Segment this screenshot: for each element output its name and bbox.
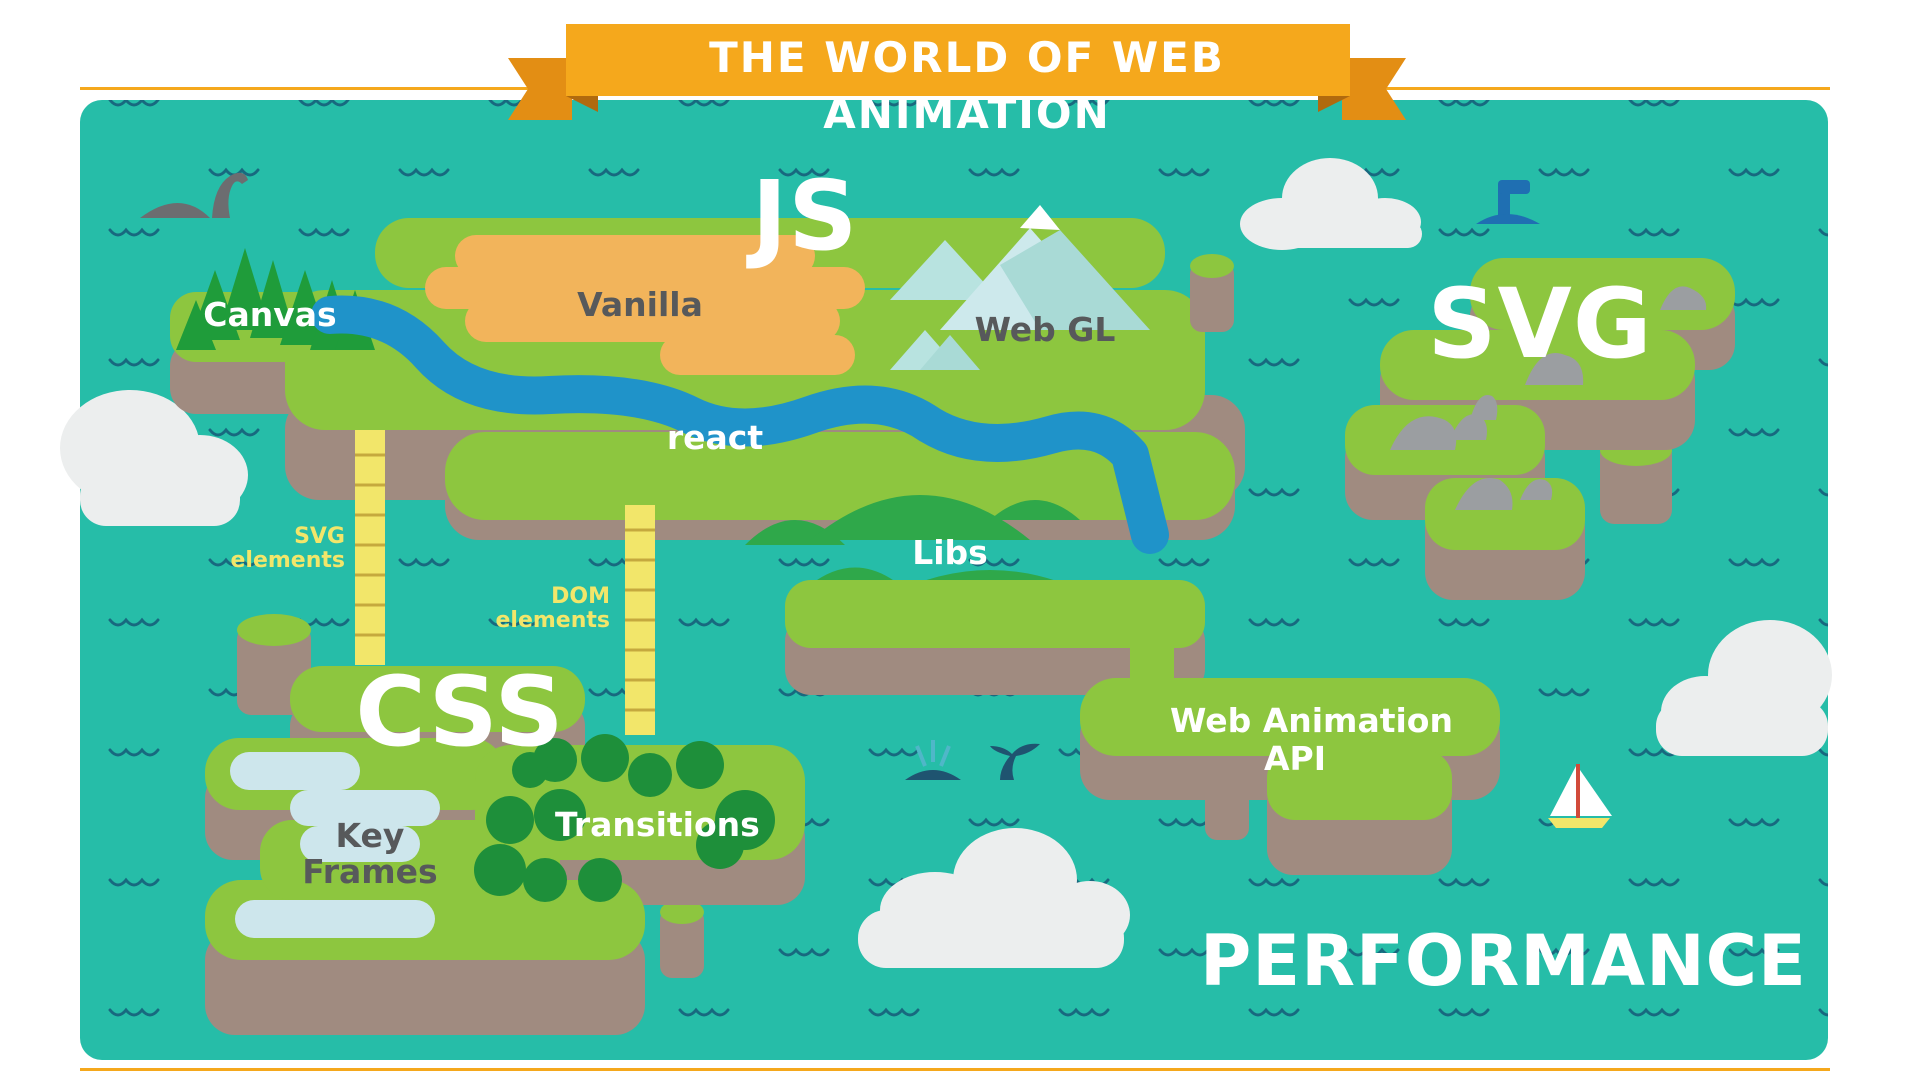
bottom-rule [80, 1068, 1830, 1071]
dom-elements-label: DOM elements [490, 585, 610, 633]
periscope-icon [1476, 180, 1540, 224]
canvas-label: Canvas [203, 295, 337, 334]
svg-elements-ladder [355, 430, 385, 665]
cloud-icon [858, 828, 1130, 968]
dom-elements-label-line2: elements [495, 608, 610, 633]
libs-label: Libs [912, 533, 988, 572]
sea-monster-icon [140, 172, 248, 218]
clouds [60, 158, 1832, 968]
css-region-title: CSS [355, 656, 565, 768]
trees-icon [474, 734, 775, 902]
libs-island [785, 580, 1205, 695]
react-river [311, 295, 1169, 554]
cloud-icon [1656, 620, 1832, 756]
dom-elements-ladder [625, 505, 655, 735]
rocks-icon [1390, 286, 1707, 510]
sailboat-icon [1548, 764, 1612, 828]
keyframes-label-line1: Key [335, 816, 405, 855]
cloud-icon [1240, 158, 1422, 250]
svg-island [1345, 258, 1735, 600]
whale-icon [905, 740, 961, 780]
svg-elements-label: SVG elements [225, 525, 345, 573]
banner-title: THE WORLD OF WEB ANIMATION [709, 33, 1225, 138]
vanilla-label: Vanilla [577, 285, 703, 324]
performance-region-title: PERFORMANCE [1200, 920, 1807, 1002]
css-island [205, 666, 805, 1035]
ice-patches [230, 752, 440, 938]
keyframes-label: Key Frames [290, 818, 450, 890]
react-label: react [666, 418, 764, 457]
svg-elements-label-line2: elements [230, 548, 345, 573]
js-region-title: JS [751, 160, 859, 272]
svg-elements-label-line1: SVG [294, 524, 345, 549]
svg-region-title: SVG [1427, 268, 1653, 380]
web-animation-api-label-line1: Web Animation [1170, 701, 1453, 740]
web-animation-api-label-line2: API [1263, 739, 1326, 778]
title-banner [508, 24, 1406, 120]
js-island [170, 205, 1245, 600]
webgl-label: Web GL [974, 310, 1116, 349]
whale-tail-icon [990, 743, 1040, 780]
web-animation-api-island [1080, 645, 1500, 875]
web-animation-api-label: Web Animation API [1170, 701, 1453, 778]
pillars [237, 254, 1672, 978]
keyframes-label-line2: Frames [302, 852, 438, 891]
dom-elements-label-line1: DOM [551, 584, 610, 609]
transitions-label: Transitions [555, 805, 760, 844]
cloud-icon [60, 390, 248, 526]
mountains-icon [890, 205, 1150, 370]
vanilla-sand [425, 235, 865, 375]
